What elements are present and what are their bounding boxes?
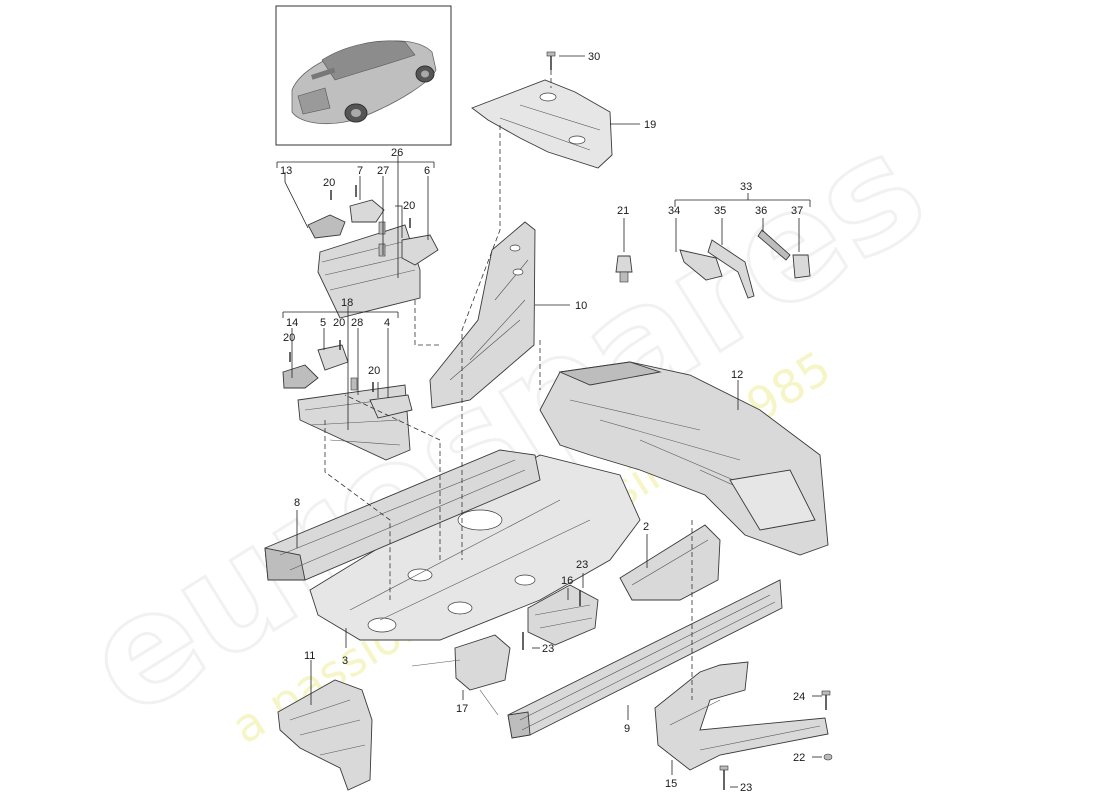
callout-4: 4 <box>384 317 390 329</box>
callout-7: 7 <box>357 165 363 177</box>
car-thumbnail <box>275 5 452 146</box>
callout-9: 9 <box>624 723 630 735</box>
callout-5: 5 <box>320 317 326 329</box>
callout-22: 22 <box>793 752 805 764</box>
callout-8: 8 <box>294 497 300 509</box>
callout-23-c: 23 <box>740 782 752 794</box>
callout-26: 26 <box>391 147 403 159</box>
callout-20-e: 20 <box>368 365 380 377</box>
callout-20-b: 20 <box>403 200 415 212</box>
car-illustration <box>291 40 437 124</box>
part-2-bracket <box>619 524 721 601</box>
hardware-bottom <box>719 690 833 790</box>
callout-27: 27 <box>377 165 389 177</box>
assembly-lines <box>324 70 693 700</box>
callout-20-a: 20 <box>323 177 335 189</box>
leader-lines <box>284 55 822 788</box>
callout-33: 33 <box>740 181 752 193</box>
part-15-arm <box>654 661 829 771</box>
part-10-panel <box>429 221 536 409</box>
hardware-screws <box>289 185 581 650</box>
callout-2: 2 <box>643 521 649 533</box>
callout-14: 14 <box>286 317 298 329</box>
part-8-sill <box>264 449 541 581</box>
callout-23-a: 23 <box>576 559 588 571</box>
callout-11: 11 <box>304 650 315 662</box>
callout-36: 36 <box>755 205 767 217</box>
part-9-sill <box>507 579 783 739</box>
callout-6: 6 <box>424 165 430 177</box>
callout-17: 17 <box>456 703 468 715</box>
tools-33-group <box>679 229 811 299</box>
callout-24: 24 <box>793 691 805 703</box>
callout-20-c: 20 <box>333 317 345 329</box>
callout-21: 21 <box>617 205 629 217</box>
screw-30 <box>546 51 556 70</box>
callout-23-b: 23 <box>542 643 554 655</box>
callout-20-d: 20 <box>283 332 295 344</box>
callout-13: 13 <box>280 165 292 177</box>
callout-19: 19 <box>644 119 656 131</box>
part-17-bracket <box>411 634 511 716</box>
callout-16: 16 <box>561 575 573 587</box>
group-26-parts <box>307 199 439 319</box>
callout-35: 35 <box>714 205 726 217</box>
part-19-cover <box>471 79 613 169</box>
callout-15: 15 <box>665 778 677 790</box>
bolt-21 <box>615 255 633 283</box>
callout-30: 30 <box>588 51 600 63</box>
callout-34: 34 <box>668 205 680 217</box>
part-12-rear-frame <box>539 361 829 556</box>
callout-3: 3 <box>342 655 348 667</box>
callout-12: 12 <box>731 369 743 381</box>
group-brackets <box>276 155 811 430</box>
callout-labels: 30 19 26 13 7 27 6 20 20 33 34 35 36 37 … <box>280 51 805 794</box>
callout-28: 28 <box>351 317 363 329</box>
callout-18: 18 <box>341 297 353 309</box>
callout-37: 37 <box>791 205 803 217</box>
part-11-bracket <box>277 679 373 791</box>
callout-10: 10 <box>575 300 587 312</box>
